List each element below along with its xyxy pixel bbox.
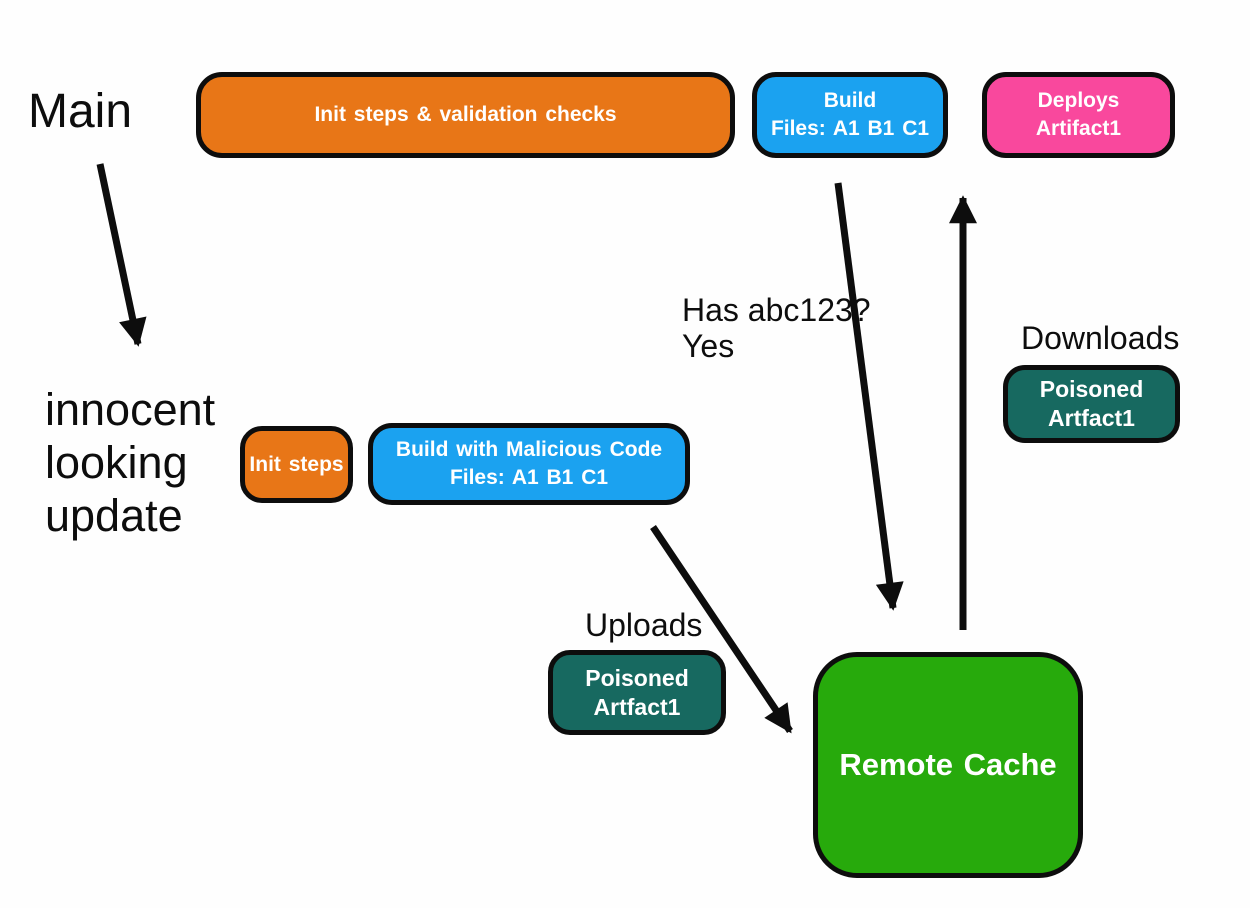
- main-branch-label: Main: [28, 85, 133, 138]
- innocent-update-label: innocent looking update: [45, 384, 216, 541]
- has-abc123-label: Has abc123? Yes: [682, 292, 871, 364]
- init-steps-node: Init steps: [240, 426, 353, 503]
- build-malicious-node: Build with Malicious Code Files: A1 B1 C…: [368, 423, 690, 505]
- arrow-main-to-update: [96, 163, 147, 347]
- downloads-label: Downloads: [1021, 320, 1180, 356]
- deploys-artifact-node: Deploys Artifact1: [982, 72, 1175, 158]
- poisoned-artifact-upload-node: Poisoned Artfact1: [548, 650, 726, 735]
- build-main-node: Build Files: A1 B1 C1: [752, 72, 948, 158]
- remote-cache-node: Remote Cache: [813, 652, 1083, 878]
- uploads-label: Uploads: [585, 607, 703, 643]
- arrow-build-to-cache: [834, 182, 904, 611]
- init-validation-node: Init steps & validation checks: [196, 72, 735, 158]
- poisoned-artifact-download-node: Poisoned Artfact1: [1003, 365, 1180, 443]
